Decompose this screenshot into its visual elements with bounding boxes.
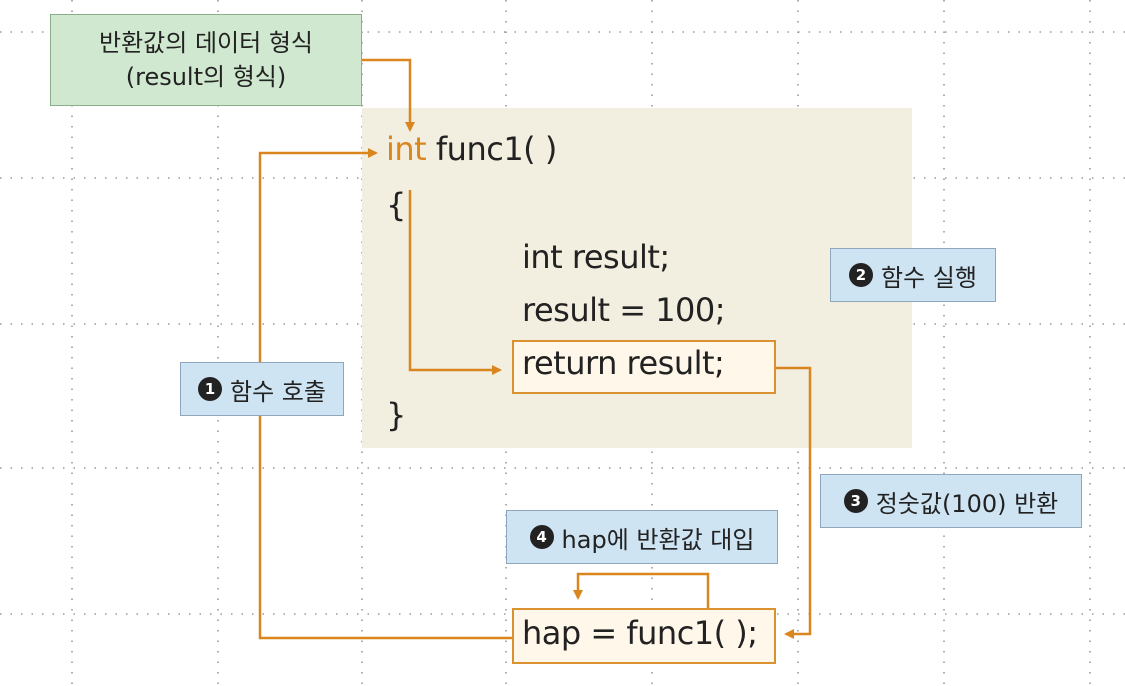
close-brace: }	[386, 396, 406, 434]
open-brace: {	[386, 186, 406, 224]
step-number-badge: 1	[198, 377, 223, 401]
return-statement-box	[512, 340, 776, 394]
return-line: return result;	[522, 344, 725, 382]
step-label: 함수 실행	[881, 263, 977, 292]
assignment-line: result = 100;	[522, 291, 726, 329]
return-type-label: 반환값의 데이터 형식 (result의 형식)	[50, 14, 362, 106]
declaration-line: int result;	[522, 238, 670, 276]
step-4-assign: 4 hap에 반환값 대입	[506, 510, 778, 564]
function-header: int func1( )	[386, 130, 557, 168]
assign-arrow	[573, 572, 710, 608]
step-number-badge: 3	[843, 489, 868, 513]
step-label: hap에 반환값 대입	[561, 525, 755, 554]
return-type-label-line2: (result의 형식)	[125, 63, 287, 91]
type-arrow	[362, 58, 415, 132]
step-1-call: 1 함수 호출	[180, 362, 344, 416]
function-name: func1( )	[426, 130, 557, 168]
step-number-badge: 2	[849, 263, 874, 287]
step-label: 함수 호출	[230, 377, 326, 406]
call-statement-box	[512, 608, 776, 664]
call-line: hap = func1( );	[522, 614, 758, 652]
step-number-badge: 4	[529, 525, 554, 549]
return-type-label-line1: 반환값의 데이터 형식	[99, 29, 313, 57]
step-3-return: 3 정숫값(100) 반환	[820, 474, 1082, 528]
execute-arrow	[408, 190, 502, 375]
step-label: 정숫값(100) 반환	[875, 489, 1059, 518]
step-2-execute: 2 함수 실행	[830, 248, 996, 302]
return-type-keyword: int	[386, 130, 427, 168]
return-arrow	[776, 366, 812, 639]
